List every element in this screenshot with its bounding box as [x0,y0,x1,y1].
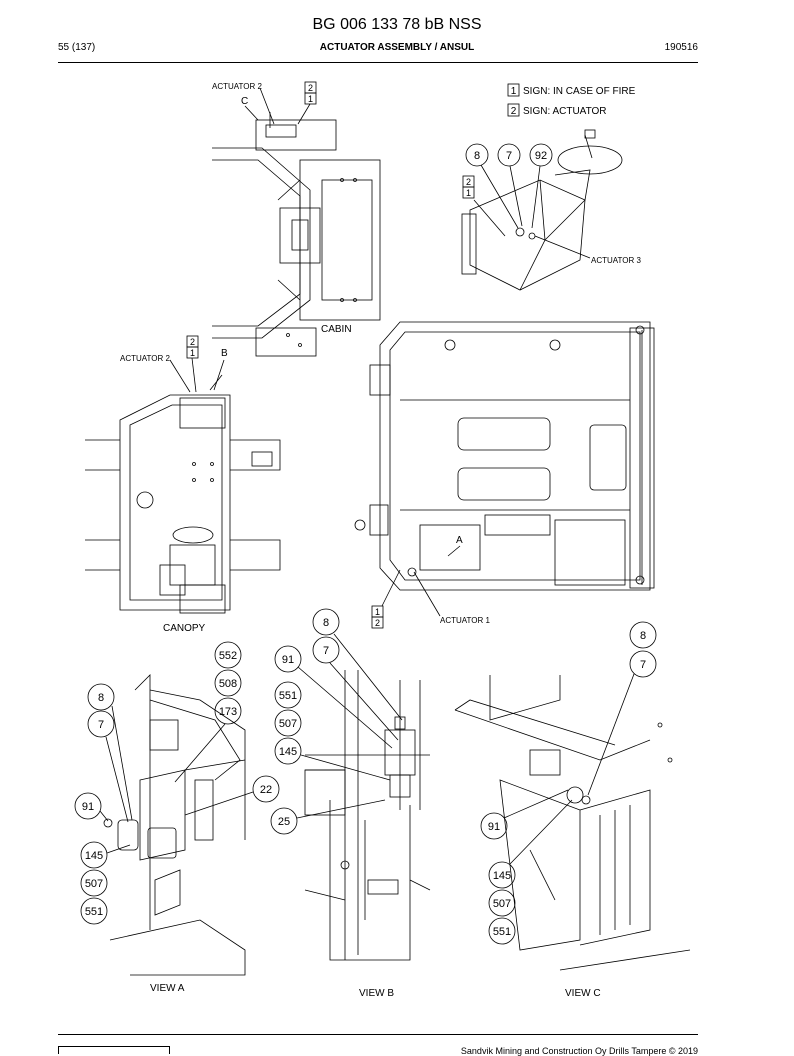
legend-text-2: SIGN: ACTUATOR [523,106,607,117]
page-number: 55 (137) [58,42,96,53]
chassis-drawing [354,321,655,591]
legend-num-1: 1 [511,86,517,97]
legend-num-2: 2 [511,106,517,117]
sign-1-console: 1 [466,188,471,198]
legend: 1 SIGN: IN CASE OF FIRE 2 SIGN: ACTUATOR [507,83,636,117]
callout-552: 552 [219,650,237,662]
view-b-drawing [304,670,431,961]
callout-508: 508 [219,678,237,690]
view-b-marker: B [221,348,228,359]
actuator-3-console-drawing [461,129,623,291]
callout-25: 25 [278,816,290,828]
sign-2-console: 2 [466,177,471,187]
callout-7-view-c: 7 [640,659,646,671]
copyright-text: Sandvik Mining and Construction Oy Drill… [460,1046,698,1056]
actuator-1-label: ACTUATOR 1 [440,616,490,625]
cabin-frame-drawing [212,112,381,357]
cabin-label: CABIN [321,324,352,335]
actuator-2-label-canopy: ACTUATOR 2 [120,354,170,363]
view-c-label: VIEW C [565,988,601,999]
callout-8-view-a: 8 [98,692,104,704]
document-title: BG 006 133 78 bB NSS [312,16,482,33]
canopy-drawing [85,374,281,614]
callout-7-console: 7 [506,150,512,162]
footer-rule [58,1034,698,1035]
callout-507-view-b: 507 [279,718,297,730]
view-a-marker: A [456,535,463,546]
sign-1-top: 1 [308,94,313,104]
callout-551-view-a: 551 [85,906,103,918]
sign-1-chassis: 1 [375,607,380,617]
sign-1-canopy: 1 [190,348,195,358]
callout-91-view-c: 91 [488,821,500,833]
callout-8-view-c: 8 [640,630,646,642]
callout-507-view-a: 507 [85,878,103,890]
callout-22: 22 [260,784,272,796]
callout-91-view-b: 91 [282,654,294,666]
callout-551-view-c: 551 [493,926,511,938]
document-code: 190516 [664,42,698,53]
header-rule [58,62,698,63]
callout-92-console: 92 [535,150,547,162]
canopy-label: CANOPY [163,623,206,634]
callout-8-view-b: 8 [323,617,329,629]
callout-91-view-a: 91 [82,801,94,813]
company-logo [58,1046,170,1054]
callout-507-view-c: 507 [493,898,511,910]
view-c-drawing [454,675,691,971]
actuator-2-label-top: ACTUATOR 2 [212,82,262,91]
section-title: ACTUATOR ASSEMBLY / ANSUL [319,42,475,53]
actuator-3-label: ACTUATOR 3 [591,256,641,265]
callout-173: 173 [219,706,237,718]
callout-7-view-b: 7 [323,645,329,657]
callout-551-view-b: 551 [279,690,297,702]
callout-8-console: 8 [474,150,480,162]
callout-145-view-a: 145 [85,850,103,862]
callout-145-view-b: 145 [279,746,297,758]
sign-2-canopy: 2 [190,337,195,347]
view-c-marker: C [241,96,248,107]
view-a-label: VIEW A [150,983,185,994]
view-a-drawing [103,674,246,976]
callout-7-view-a: 7 [98,719,104,731]
view-b-label: VIEW B [359,988,394,999]
sign-2-chassis: 2 [375,618,380,628]
callout-145-view-c: 145 [493,870,511,882]
sign-2-top: 2 [308,83,313,93]
legend-text-1: SIGN: IN CASE OF FIRE [523,86,636,97]
